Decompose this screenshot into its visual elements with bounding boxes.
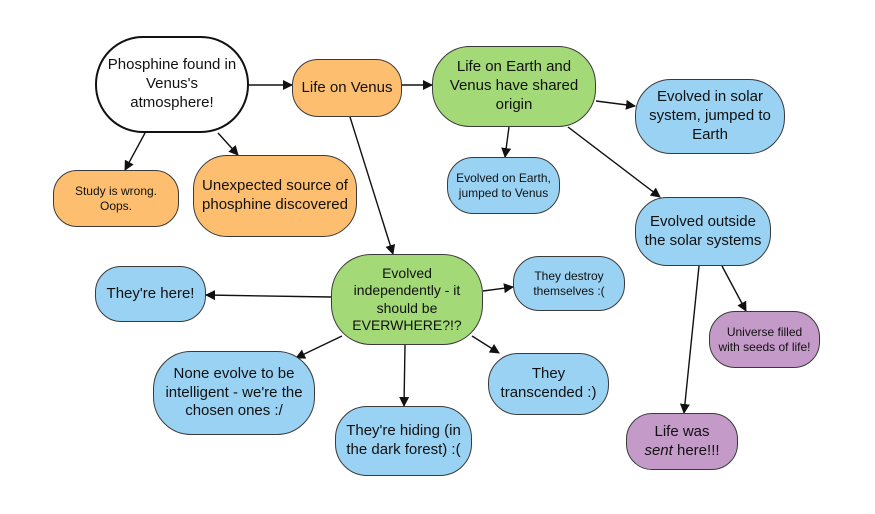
node-unexpected-source-label: Unexpected source of phosphine discovere… <box>202 177 348 213</box>
node-life-was-sent-label: Life was sent here!!! <box>644 423 719 461</box>
node-theyre-here: They're here! <box>95 266 206 322</box>
life-was-text: Life was <box>654 422 710 440</box>
node-phosphine-found: Phosphine found in Venus's atmosphere! <box>95 36 249 133</box>
edge-independent-transcended <box>471 335 500 354</box>
node-evolved-in-solar-system: Evolved in solar system, jumped to Earth <box>635 79 785 154</box>
node-destroy-themselves: They destroy themselves :( <box>513 256 625 311</box>
node-study-wrong: Study is wrong. Oops. <box>53 170 179 227</box>
node-evolved-independently-label: Evolved independently - it should be EVE… <box>352 264 462 334</box>
here-text: here!!! <box>677 441 720 459</box>
node-life-on-venus-label: Life on Venus <box>301 78 393 96</box>
node-unexpected-source: Unexpected source of phosphine discovere… <box>193 155 357 237</box>
edge-shared-earth <box>501 126 512 158</box>
node-none-evolve: None evolve to be intelligent - we're th… <box>153 351 315 435</box>
edge-phosphine-unexpected <box>217 132 239 156</box>
node-theyre-hiding: They're hiding (in the dark forest) :( <box>335 406 472 476</box>
node-shared-origin-label: Life on Earth and Venus have shared orig… <box>449 58 579 113</box>
node-phosphine-found-label: Phosphine found in Venus's atmosphere! <box>107 56 237 111</box>
node-evolved-independently: Evolved independently - it should be EVE… <box>331 254 483 345</box>
node-shared-origin: Life on Earth and Venus have shared orig… <box>432 46 596 127</box>
node-destroy-themselves-label: They destroy themselves :( <box>533 268 605 298</box>
edge-phosphine-study <box>124 132 146 171</box>
node-evolved-in-solar-system-label: Evolved in solar system, jumped to Earth <box>649 88 771 143</box>
node-none-evolve-label: None evolve to be intelligent - we're th… <box>165 364 303 420</box>
node-evolved-outside: Evolved outside the solar systems <box>635 197 771 266</box>
node-life-on-venus: Life on Venus <box>292 59 402 117</box>
node-life-was-sent: Life was sent here!!! <box>626 413 738 470</box>
node-theyre-here-label: They're here! <box>106 284 195 302</box>
edge-independent-here <box>205 290 332 301</box>
edge-shared-solar <box>595 99 636 110</box>
edge-outside-universe <box>721 265 747 312</box>
edge-independent-destroy <box>482 283 514 294</box>
node-study-wrong-label: Study is wrong. Oops. <box>74 183 158 213</box>
edge-venus-independent <box>349 116 396 255</box>
node-transcended-label: They transcended :) <box>500 365 597 401</box>
node-theyre-hiding-label: They're hiding (in the dark forest) :( <box>346 422 461 458</box>
edge-independent-none <box>295 335 343 359</box>
edge-outside-lifewas <box>679 265 700 414</box>
sent-emphasis: sent <box>644 441 673 459</box>
node-evolved-outside-label: Evolved outside the solar systems <box>644 212 762 249</box>
node-evolved-on-earth: Evolved on Earth, jumped to Venus <box>447 157 560 214</box>
node-universe-seeds-label: Universe filled with seeds of life! <box>718 324 811 354</box>
node-evolved-on-earth-label: Evolved on Earth, jumped to Venus <box>456 170 551 200</box>
edge-independent-hiding <box>399 344 410 407</box>
edge-shared-outside <box>567 126 661 198</box>
node-transcended: They transcended :) <box>488 353 609 415</box>
node-universe-seeds: Universe filled with seeds of life! <box>709 311 820 368</box>
